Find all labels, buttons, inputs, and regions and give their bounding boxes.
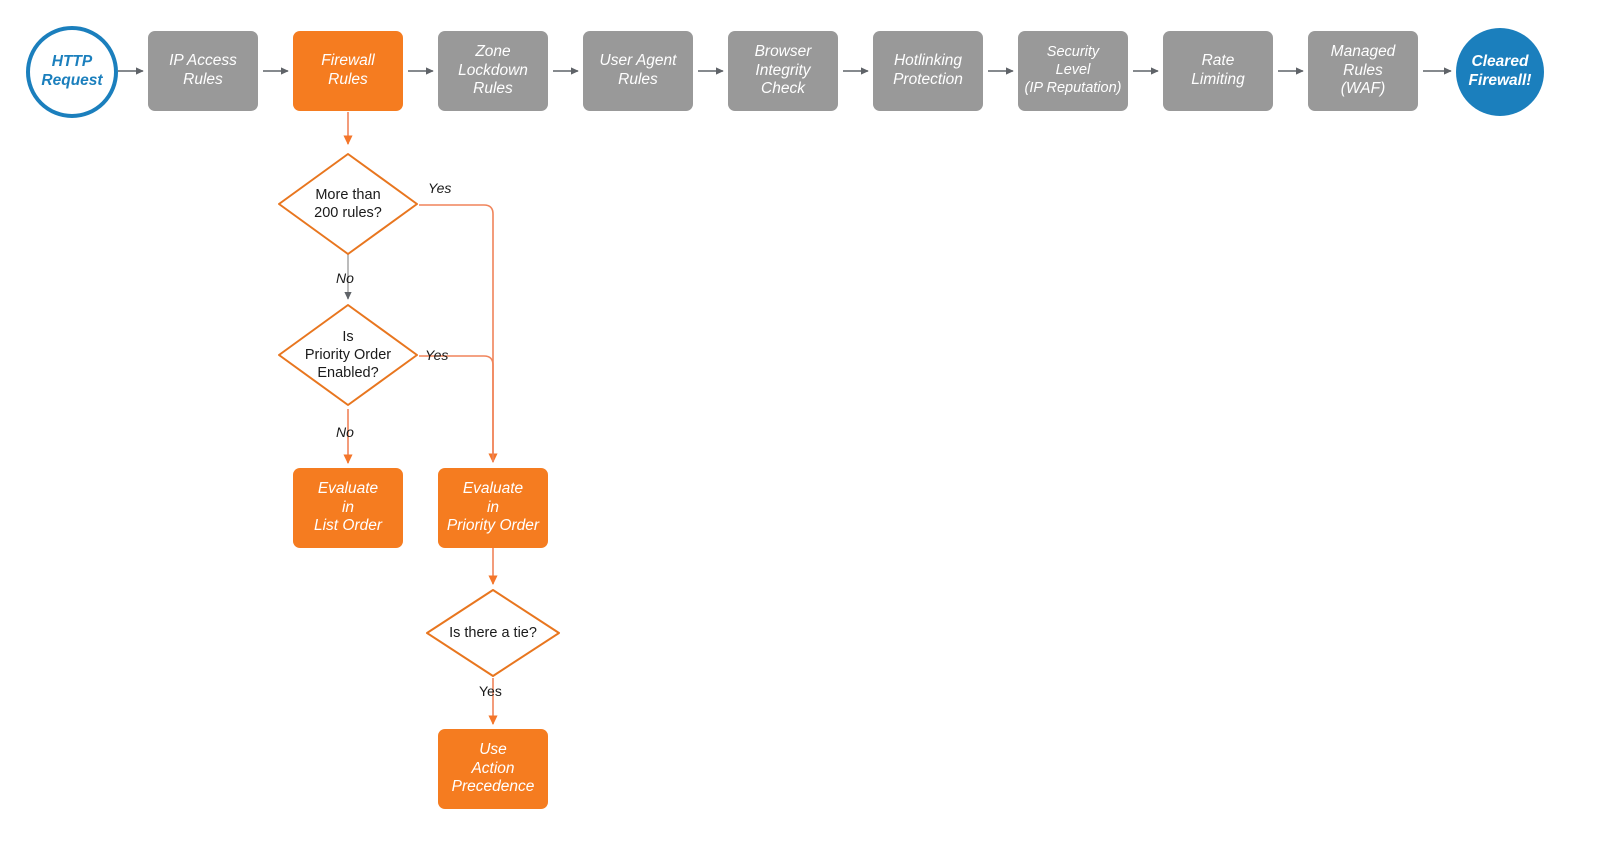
edge-decision1-yes-to-priority-order [419, 204, 498, 463]
decision-is-there-a-tie-label: Is there a tie? [449, 624, 537, 641]
edge-label-tie-yes: Yes [479, 683, 502, 699]
edge-label-decision2-no: No [336, 424, 354, 440]
node-zone-lockdown-rules-label: Zone Lockdown Rules [458, 42, 528, 98]
node-evaluate-in-priority-order-label: Evaluate in Priority Order [446, 479, 540, 535]
node-evaluate-in-list-order[interactable]: Evaluate in List Order [293, 468, 403, 548]
node-firewall-rules-label: Firewall Rules [321, 52, 375, 88]
node-user-agent-rules-label: User Agent Rules [599, 52, 677, 88]
node-hotlinking-protection-label: Hotlinking Protection [893, 52, 963, 88]
node-rate-limiting-label: Rate Limiting [1191, 52, 1245, 88]
node-firewall-rules[interactable]: Firewall Rules [293, 31, 403, 111]
decision-more-than-200-rules[interactable]: More than 200 rules? [277, 152, 419, 256]
decision-priority-order-enabled[interactable]: Is Priority Order Enabled? [277, 303, 419, 407]
node-ip-access-rules[interactable]: IP Access Rules [148, 31, 258, 111]
node-cleared-firewall[interactable]: Cleared Firewall! [1456, 28, 1544, 116]
node-security-level[interactable]: Security Level (IP Reputation) [1018, 31, 1128, 111]
edge-decision2-yes-to-priority-order [419, 355, 494, 462]
node-evaluate-in-priority-order[interactable]: Evaluate in Priority Order [438, 468, 548, 548]
edge-label-decision1-no: No [336, 270, 354, 286]
node-rate-limiting[interactable]: Rate Limiting [1163, 31, 1273, 111]
node-hotlinking-protection[interactable]: Hotlinking Protection [873, 31, 983, 111]
diamond-shape-icon [426, 589, 560, 677]
decision-more-than-200-rules-label: More than 200 rules? [314, 186, 382, 221]
node-use-action-precedence[interactable]: Use Action Precedence [438, 729, 548, 809]
decision-priority-order-enabled-label: Is Priority Order Enabled? [304, 328, 392, 382]
node-browser-integrity-check[interactable]: Browser Integrity Check [728, 31, 838, 111]
node-security-level-label: Security Level (IP Reputation) [1024, 44, 1122, 96]
edge-label-decision2-yes: Yes [425, 347, 449, 363]
node-use-action-precedence-label: Use Action Precedence [451, 740, 535, 796]
diamond-shape-icon [278, 153, 418, 255]
node-cleared-firewall-label: Cleared Firewall! [1468, 53, 1532, 89]
node-evaluate-in-list-order-label: Evaluate in List Order [313, 479, 383, 535]
decision-is-there-a-tie[interactable]: Is there a tie? [425, 588, 561, 678]
node-managed-rules-waf-label: Managed Rules (WAF) [1330, 42, 1396, 98]
node-zone-lockdown-rules[interactable]: Zone Lockdown Rules [438, 31, 548, 111]
node-http-request[interactable]: HTTP Request [26, 26, 118, 118]
node-user-agent-rules[interactable]: User Agent Rules [583, 31, 693, 111]
node-ip-access-rules-label: IP Access Rules [169, 52, 237, 88]
node-managed-rules-waf[interactable]: Managed Rules (WAF) [1308, 31, 1418, 111]
node-browser-integrity-check-label: Browser Integrity Check [754, 42, 812, 98]
node-http-request-label: HTTP Request [41, 53, 103, 89]
edge-label-decision1-yes: Yes [428, 180, 452, 196]
diamond-shape-icon [278, 304, 418, 406]
